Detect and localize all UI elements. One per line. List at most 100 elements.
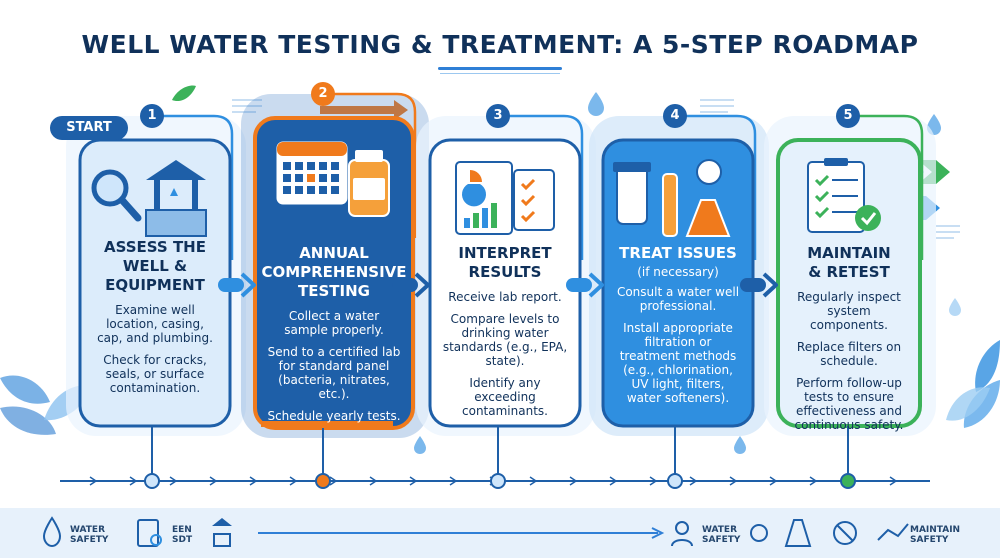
- page-title: WELL WATER TESTING & TREATMENT: A 5-STEP…: [81, 30, 919, 59]
- step-description: Examine well location, casing, cap, and …: [92, 303, 218, 403]
- calendar-icon-day: [307, 186, 315, 194]
- arrow-connector: [392, 278, 418, 292]
- calendar-icon-day: [331, 174, 339, 182]
- step-number-5: 5: [836, 104, 860, 128]
- step-number-3: 3: [486, 104, 510, 128]
- timeline-node: [144, 473, 160, 489]
- timeline-chevron: [609, 476, 618, 486]
- step-subtitle: (if necessary): [637, 265, 719, 279]
- timeline-chevron: [809, 476, 818, 486]
- connector-path: [498, 114, 584, 260]
- step-description: Receive lab report. Compare levels to dri…: [442, 290, 568, 426]
- checkmark-icon: [814, 206, 830, 219]
- report-icon-bar: [482, 208, 488, 228]
- report-icon-bar: [473, 213, 479, 228]
- title-underline-thin: [440, 73, 560, 74]
- footer-label: WATER SAFETY: [702, 525, 741, 545]
- step-title: INTERPRET RESULTS: [458, 244, 552, 281]
- timeline-chevron: [729, 476, 738, 486]
- well-icon-drop: [170, 188, 178, 196]
- timeline-chevron: [329, 476, 338, 486]
- step-description-item: Receive lab report.: [448, 290, 562, 304]
- calendar-icon-header: [277, 142, 347, 156]
- calendar-icon-day: [319, 174, 327, 182]
- water-drop-icon: [734, 436, 746, 454]
- step-number-4: 4: [663, 104, 687, 128]
- connector-path: [152, 114, 234, 260]
- arrow-connector: [740, 278, 766, 292]
- step-description-item: Compare levels to drinking water standar…: [442, 312, 568, 368]
- timeline-chevron: [129, 476, 138, 486]
- uv-lamp-icon: [662, 173, 678, 237]
- connector-path: [848, 114, 924, 260]
- leaf-icon: [975, 340, 1000, 392]
- report-icon-pie: [470, 170, 482, 182]
- footer-arrow-head: [651, 527, 665, 539]
- start-badge: START: [50, 116, 128, 140]
- timeline-node: [840, 473, 856, 489]
- uv-icon: [750, 524, 768, 542]
- chevron-right-icon: [588, 272, 604, 298]
- timeline-chevron: [209, 476, 218, 486]
- checkmark-icon: [814, 190, 830, 203]
- step-description: Consult a water well professional. Instal…: [615, 285, 741, 413]
- clipboard-clip: [824, 158, 848, 166]
- calendar-icon-day: [295, 186, 303, 194]
- chevron-right-icon: [762, 272, 778, 298]
- leaf-icon: [172, 85, 196, 102]
- leaf-icon: [0, 375, 50, 404]
- report-icon-bar: [491, 203, 497, 228]
- repair-hand-icon: [877, 523, 909, 541]
- step-title: TREAT ISSUES: [619, 244, 737, 262]
- step-description-item: Send to a certified lab for standard pan…: [267, 345, 401, 401]
- chevron-right-icon: [240, 272, 256, 298]
- water-drop-icon: [42, 516, 62, 548]
- footer-label: EEN SDT: [172, 525, 193, 545]
- clipboard-search-icon: [137, 519, 159, 547]
- calendar-icon-day: [307, 162, 315, 170]
- report-icon-pie: [461, 184, 486, 207]
- connector-path: [323, 92, 417, 238]
- calendar-icon-day: [283, 162, 291, 170]
- uv-icon: [696, 159, 722, 185]
- arrow-connector: [218, 278, 244, 292]
- sample-bottle-icon-cap: [355, 150, 383, 162]
- technician-icon: [675, 521, 689, 535]
- timeline-chevron: [889, 476, 898, 486]
- clipboard-search-icon-lens: [150, 534, 162, 546]
- step-title: ANNUAL COMPREHENSIVE TESTING: [261, 244, 407, 300]
- magnifier-icon-handle: [118, 196, 142, 222]
- calendar-icon-day: [331, 162, 339, 170]
- step-number-1: 1: [140, 104, 164, 128]
- chevron-right-icon: [414, 272, 430, 298]
- footer-label: WATER SAFETY: [70, 525, 109, 545]
- calendar-icon-day: [319, 186, 327, 194]
- timeline-chevron: [529, 476, 538, 486]
- connector-path: [675, 114, 757, 260]
- arrow-connector: [566, 278, 592, 292]
- calendar-icon-day: [331, 186, 339, 194]
- step-description-item: Identify any exceeding contaminants.: [462, 376, 548, 418]
- step-description-item: Consult a water well professional.: [616, 285, 740, 313]
- timeline-chevron: [449, 476, 458, 486]
- sample-bottle-icon-label: [353, 178, 385, 200]
- calendar-icon-day: [283, 174, 291, 182]
- timeline-chevron: [249, 476, 258, 486]
- timeline-chevron: [89, 476, 98, 486]
- no-contamination-icon-slash: [836, 524, 854, 542]
- well-icon-post: [154, 180, 160, 210]
- magnifier-icon: [91, 169, 129, 207]
- timeline-chevron: [649, 476, 658, 486]
- step-number-2: 2: [311, 82, 335, 106]
- timeline-chevron: [369, 476, 378, 486]
- timeline-chevron: [569, 476, 578, 486]
- well-icon-base: [145, 209, 207, 237]
- step-title: ASSESS THE WELL & EQUIPMENT: [104, 238, 206, 294]
- flask-icon: [784, 519, 812, 547]
- step-description: Regularly inspect system components.Repl…: [790, 290, 908, 440]
- checkmark-icon: [814, 174, 830, 187]
- step-description-item: Examine well location, casing, cap, and …: [97, 303, 213, 345]
- step-description-item: Install appropriate filtration or treatm…: [619, 321, 737, 405]
